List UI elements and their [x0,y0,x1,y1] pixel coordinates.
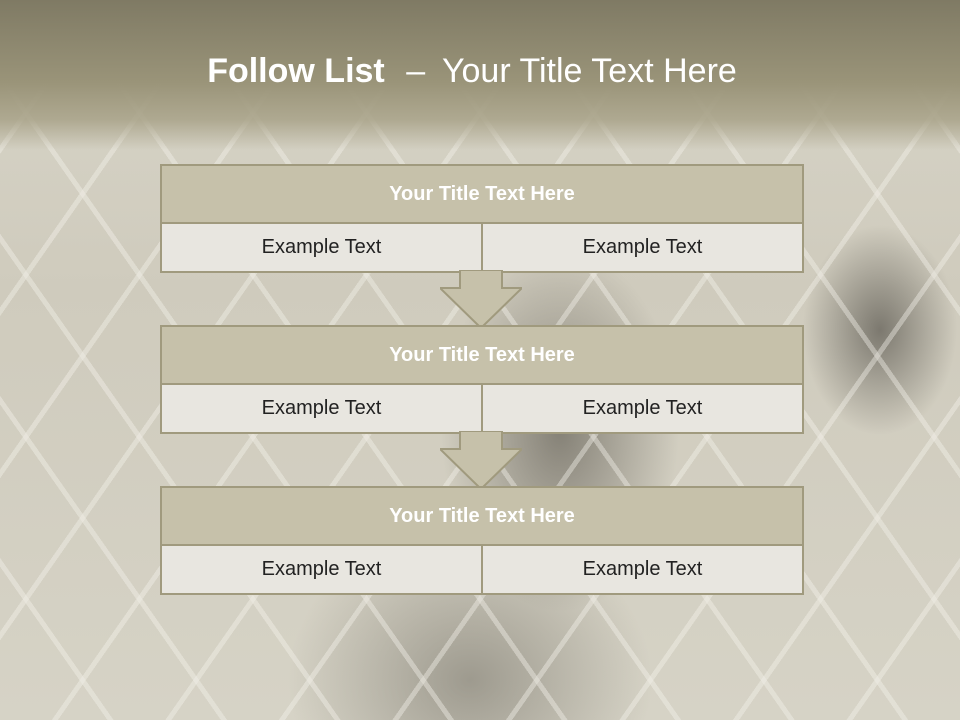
step-cell-left: Example Text [162,546,481,593]
step-title: Your Title Text Here [162,488,802,546]
step-cell-left: Example Text [162,385,481,432]
down-arrow-icon [440,270,522,328]
step-row: Example Text Example Text [162,546,802,593]
step-cell-right: Example Text [481,385,802,432]
slide-title-rest: Your Title Text Here [441,52,737,90]
step-cell-right: Example Text [481,224,802,271]
step-cell-right: Example Text [481,546,802,593]
step-block-2: Your Title Text Here Example Text Exampl… [160,325,804,434]
step-row: Example Text Example Text [162,224,802,271]
step-title: Your Title Text Here [162,166,802,224]
step-row: Example Text Example Text [162,385,802,432]
slide-title-bold: Follow List [207,52,385,90]
step-block-3: Your Title Text Here Example Text Exampl… [160,486,804,595]
header-band [0,0,960,150]
step-title: Your Title Text Here [162,327,802,385]
down-arrow-icon [440,431,522,489]
step-cell-left: Example Text [162,224,481,271]
slide-title-dash: – [406,52,426,90]
step-block-1: Your Title Text Here Example Text Exampl… [160,164,804,273]
slide-title: Follow List – Your Title Text Here [0,52,944,91]
